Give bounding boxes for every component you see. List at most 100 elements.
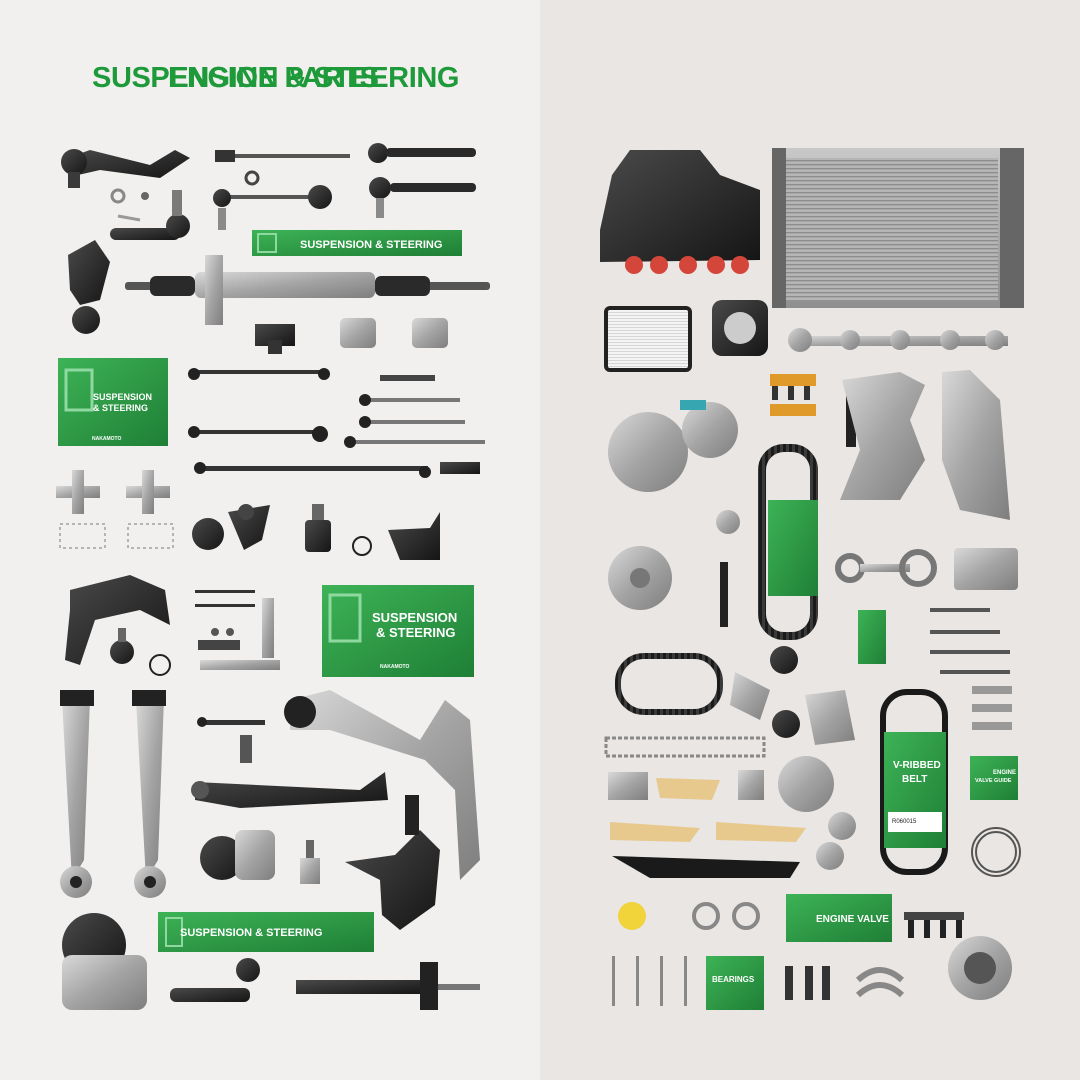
pitman-arm-part xyxy=(61,149,190,188)
box-right-brand: NAKAMOTO xyxy=(380,664,409,670)
engine-valve-box: ENGINE VALVE xyxy=(786,894,892,942)
chain-tensioner-guide-part xyxy=(656,778,720,800)
control-link-part xyxy=(213,170,332,230)
piston-pin-clip-set xyxy=(972,686,1012,730)
power-steering-pump-small-part xyxy=(200,830,275,880)
snap-ring-part xyxy=(352,536,372,556)
valve-guide-line1: ENGINE xyxy=(993,770,1016,776)
stabilizer-link-part xyxy=(188,368,330,442)
suspension-steering-banner-top: SUSPENSION & STEERING xyxy=(252,230,462,256)
center-link-part xyxy=(194,462,480,478)
chain-guide-rail-right-part xyxy=(716,822,806,842)
steering-coupler-part xyxy=(340,318,448,348)
idler-arm-part xyxy=(388,512,440,560)
front-control-arm-part xyxy=(284,690,480,880)
banner-bottom-label: SUSPENSION & STEERING xyxy=(180,927,322,939)
ball-joint-part xyxy=(68,240,110,334)
bearings-box: BEARINGS xyxy=(706,956,764,1010)
box-large-brand: NAKAMOTO xyxy=(92,436,121,442)
suspension-steering-box-large: SUSPENSION & STEERING NAKAMOTO xyxy=(58,358,168,446)
suspension-steering-heading: SUSPENSION & STEERING xyxy=(92,62,460,94)
belt-label-line2: BELT xyxy=(902,774,927,785)
chain-tensioner-part xyxy=(738,770,764,800)
steering-u-joint-part xyxy=(255,324,295,354)
control-arm-pair-part xyxy=(60,690,166,898)
engine-valve-guide-box: ENGINE VALVE GUIDE xyxy=(970,756,1018,800)
valve-guide-line2: VALVE GUIDE xyxy=(975,778,1012,784)
chain-guide-block-part xyxy=(608,772,648,800)
engine-parts-heading: ENGINE PARTS xyxy=(168,62,379,94)
throttle-body-part xyxy=(948,936,1012,1000)
left-panel-suspension xyxy=(0,0,540,1080)
camshaft-part xyxy=(788,328,1008,352)
power-steering-pump-part xyxy=(62,913,147,1010)
valve-set-part xyxy=(612,956,687,1006)
sensor-set-part xyxy=(785,966,830,1000)
piston-part xyxy=(954,548,1018,590)
sprocket-gears-part xyxy=(778,756,856,870)
engine-bearing-set-part xyxy=(855,967,905,998)
diesel-injector-part xyxy=(846,392,856,447)
washer-part xyxy=(141,192,149,200)
exhaust-manifold-pair-part xyxy=(840,370,1010,520)
strut-assembly-part xyxy=(296,962,480,1010)
egr-gasket-part xyxy=(692,902,760,930)
universal-joint-part xyxy=(56,470,170,514)
timing-belt-box xyxy=(768,500,818,596)
belt-label-line1: V-RIBBED xyxy=(893,760,941,771)
injector-nozzle-part xyxy=(720,562,728,627)
injector-box-part xyxy=(858,610,886,664)
suspension-steering-box-right: SUSPENSION & STEERING NAKAMOTO xyxy=(322,585,474,677)
engine-valve-label: ENGINE VALVE xyxy=(816,914,889,925)
air-filter-part xyxy=(604,306,692,372)
steering-rack-part xyxy=(125,255,490,325)
glow-plug-set-part xyxy=(930,608,1010,674)
v-ribbed-belt-box: V-RIBBED BELT R060015 xyxy=(884,732,946,848)
nut-part xyxy=(110,188,126,204)
cotter-pin-part xyxy=(117,214,141,222)
idler-arm-long-part xyxy=(200,598,280,670)
fan-clutch-part xyxy=(608,546,672,610)
steering-knuckle-part xyxy=(345,795,440,930)
retaining-ring-part xyxy=(149,654,171,676)
lower-ball-joint-part xyxy=(228,504,270,550)
chain-guide-black-part xyxy=(612,856,800,878)
radiator-part xyxy=(772,148,1024,308)
lower-control-arm-part xyxy=(191,772,388,808)
timing-chain-part xyxy=(604,736,766,758)
bearings-label: BEARINGS xyxy=(712,975,755,984)
turbocharger-part xyxy=(608,400,738,492)
connecting-rod-part xyxy=(835,549,937,587)
box-large-line1: SUSPENSION xyxy=(93,392,152,402)
piston-ring-set-part xyxy=(971,827,1021,877)
inner-tie-rod-part xyxy=(215,150,350,162)
fuel-injector-set-part xyxy=(770,374,816,416)
bushing-part xyxy=(192,518,224,550)
press-ball-joint-part xyxy=(305,504,331,552)
outer-tie-rod-part xyxy=(368,143,476,218)
chain-guide-rail-left-part xyxy=(610,822,700,842)
box-large-line2: & STEERING xyxy=(93,403,148,413)
box-right-line2: & STEERING xyxy=(376,625,455,640)
upper-ball-joint-part xyxy=(110,628,134,664)
intake-manifold-part xyxy=(600,150,760,274)
tie-rod-end-part xyxy=(110,190,190,240)
outer-tie-rod-end-part xyxy=(170,958,260,1002)
idler-arm-bracket-part xyxy=(65,575,170,665)
inner-tie-rods-stack xyxy=(344,375,485,448)
drag-link-part xyxy=(197,717,265,763)
suspension-steering-banner-bottom: SUSPENSION & STEERING xyxy=(158,912,374,952)
bolt-kit-part xyxy=(195,590,255,650)
radiator-cap-part xyxy=(618,902,646,930)
banner-top-label: SUSPENSION & STEERING xyxy=(300,239,442,251)
box-right-line1: SUSPENSION xyxy=(372,610,457,625)
thermostat-part xyxy=(716,510,740,534)
ignition-coil-set-part xyxy=(904,912,964,938)
ball-joint-bolt-part xyxy=(300,840,320,884)
mass-air-flow-sensor-part xyxy=(712,300,768,356)
serpentine-timing-belt-part xyxy=(615,653,723,715)
small-hardware-set xyxy=(59,523,174,549)
belt-tensioner-part xyxy=(730,646,855,745)
belt-code-label: R060015 xyxy=(892,819,917,825)
